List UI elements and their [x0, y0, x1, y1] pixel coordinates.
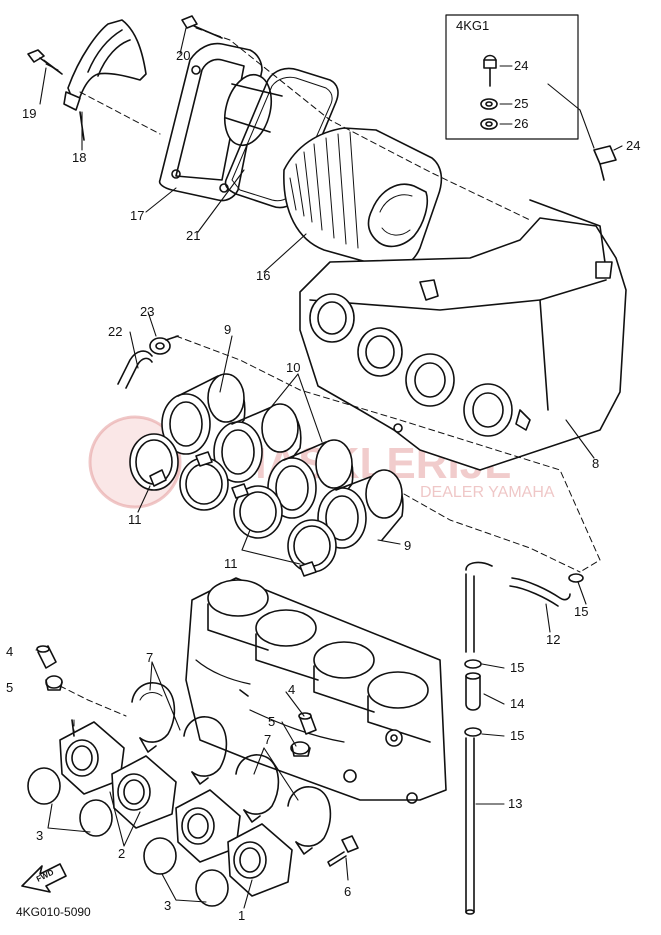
watermark-tagline: DEALER YAMAHA	[420, 484, 555, 501]
callout-14: 14	[510, 696, 524, 711]
callout-22: 22	[108, 324, 122, 339]
part-11-clamp-1	[129, 433, 179, 491]
callout-26: 26	[514, 116, 528, 131]
part-24-bolt-standalone	[593, 145, 617, 181]
part-16-air-filter	[283, 127, 443, 270]
part-15-clips	[464, 573, 584, 737]
callout-23: 23	[140, 304, 154, 319]
callout-6: 6	[344, 884, 351, 899]
callout-21: 21	[186, 228, 200, 243]
callout-9-bottom: 9	[404, 538, 411, 553]
callout-20: 20	[176, 48, 190, 63]
callout-5-left: 5	[6, 680, 13, 695]
assembly-dashed-lines	[59, 27, 601, 741]
part-7-clamp-1	[131, 682, 176, 753]
callout-3-right: 3	[164, 898, 171, 913]
callout-24: 24	[626, 138, 640, 153]
callout-1: 1	[238, 908, 245, 923]
part-11-clamp-3	[231, 483, 283, 539]
callout-9-top: 9	[224, 322, 231, 337]
part-8-airbox	[299, 199, 627, 471]
callout-labels: 19 18 17 21 20 16 4KG1 24 25 26 24 22 23…	[6, 18, 640, 923]
callout-25: 25	[514, 96, 528, 111]
part-17-airbox-cap	[158, 42, 283, 202]
part-13-hose	[465, 561, 493, 915]
kit-label: 4KG1	[456, 18, 489, 33]
callout-2: 2	[118, 846, 125, 861]
part-6-screw	[327, 835, 359, 867]
part-7-clamp-4	[287, 786, 332, 855]
callout-3-left: 3	[36, 828, 43, 843]
callout-4-left: 4	[6, 644, 13, 659]
part-7-clamp-3	[235, 754, 280, 823]
callout-5-right: 5	[268, 714, 275, 729]
callout-7-left: 7	[146, 650, 153, 665]
part-10-boot-a	[213, 403, 302, 483]
part-3-o-rings-right	[143, 837, 229, 907]
part-9-boot-left	[161, 373, 246, 455]
carburetor-assembly	[185, 577, 447, 804]
part-4-cap-right	[298, 712, 317, 735]
part-3-o-rings-left	[27, 767, 113, 837]
part-23-fitting	[149, 335, 179, 355]
part-21-gasket	[224, 67, 339, 209]
callout-12: 12	[546, 632, 560, 647]
callout-11-bottom: 11	[224, 556, 238, 571]
callout-15-mid: 15	[510, 660, 524, 675]
callout-24-kit: 24	[514, 58, 528, 73]
part-1-joint-b	[227, 823, 293, 897]
leader-lines	[35, 27, 623, 909]
callout-18: 18	[72, 150, 86, 165]
callout-15-top: 15	[574, 604, 588, 619]
part-12-hose	[509, 577, 571, 607]
callout-19: 19	[22, 106, 36, 121]
callout-7-right: 7	[264, 732, 271, 747]
callout-17: 17	[130, 208, 144, 223]
forward-arrow: FWD	[21, 863, 67, 893]
part-19-bolt	[27, 49, 63, 75]
callout-13: 13	[508, 796, 522, 811]
callout-15-bottom: 15	[510, 728, 524, 743]
part-11-clamp-4	[287, 519, 337, 577]
part-18-cover	[63, 19, 147, 141]
callout-10: 10	[286, 360, 300, 375]
callout-4-right: 4	[288, 682, 295, 697]
part-4-cap-left	[36, 645, 57, 669]
kit-box-4kg1	[445, 14, 579, 140]
callout-16: 16	[256, 268, 270, 283]
part-11-clamp-2	[179, 451, 229, 511]
part-1-joint-a	[175, 789, 241, 863]
part-7-clamp-2	[183, 716, 228, 785]
callout-11-top: 11	[128, 512, 142, 527]
part-14-filter	[465, 672, 481, 711]
part-22-hose	[117, 350, 153, 389]
diagram-code: 4KG010-5090	[16, 905, 91, 919]
callout-8: 8	[592, 456, 599, 471]
